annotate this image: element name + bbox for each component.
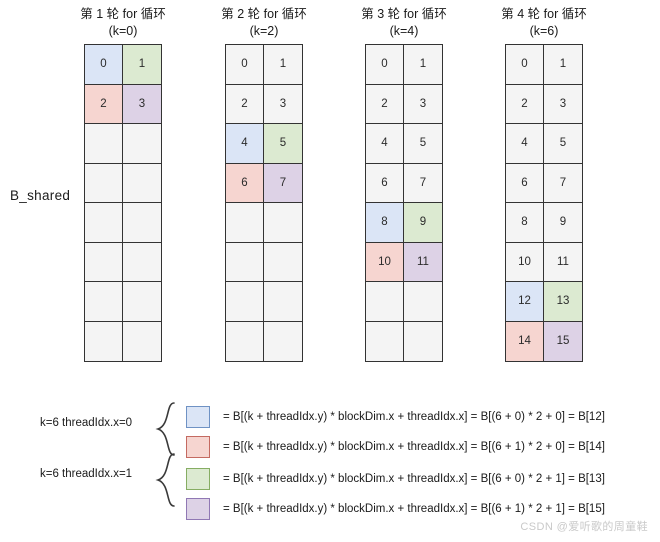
grid-cell: 7	[264, 163, 302, 203]
grid-cell	[85, 282, 123, 322]
column-subtitle: (k=4)	[389, 24, 419, 38]
grid-cell: 6	[226, 163, 264, 203]
grid-cell	[85, 242, 123, 282]
grid-cell: 14	[506, 321, 544, 361]
grid-cell: 9	[544, 203, 582, 243]
grid-cell	[226, 203, 264, 243]
grid-cell	[85, 124, 123, 164]
grid-cell: 4	[366, 124, 404, 164]
grid-cell: 7	[544, 163, 582, 203]
grid-cell	[123, 242, 161, 282]
grid-cell: 4	[506, 124, 544, 164]
grid-cell	[226, 242, 264, 282]
legend-row-1: = B[(k + threadIdx.y) * blockDim.x + thr…	[186, 434, 605, 459]
grid-cell: 0	[85, 45, 123, 85]
column-subtitle: (k=6)	[529, 24, 559, 38]
grid-cell	[85, 163, 123, 203]
grid-cell: 0	[506, 45, 544, 85]
grid-cell: 1	[404, 45, 442, 85]
grid-cell: 2	[226, 84, 264, 124]
column-subtitle: (k=2)	[249, 24, 279, 38]
grid-cell	[264, 203, 302, 243]
grid-cell: 0	[366, 45, 404, 85]
grid-cell: 6	[506, 163, 544, 203]
grid-cell: 4	[226, 124, 264, 164]
column-subtitle: (k=0)	[108, 24, 138, 38]
grid-cell: 1	[264, 45, 302, 85]
grid-cell	[264, 282, 302, 322]
grid-cell: 8	[506, 203, 544, 243]
grid-cell	[85, 203, 123, 243]
column-title: 第 1 轮 for 循环	[80, 7, 166, 21]
legend-row-2: = B[(k + threadIdx.y) * blockDim.x + thr…	[186, 466, 605, 491]
grid-cell	[85, 321, 123, 361]
legend-group-label-1: k=6 threadIdx.x=1	[40, 468, 133, 480]
column-title: 第 4 轮 for 循环	[501, 7, 587, 21]
watermark: CSDN @爱听歌的周童鞋	[520, 521, 648, 533]
column-header-2: 第 2 轮 for 循环 (k=2)	[184, 6, 344, 40]
grid-cell: 8	[366, 203, 404, 243]
column-title: 第 3 轮 for 循环	[361, 7, 447, 21]
legend: k=6 threadIdx.x=0 k=6 threadIdx.x=1 = B[…	[0, 396, 660, 520]
grid-cell	[366, 282, 404, 322]
grid-cell	[404, 282, 442, 322]
grid-cell: 12	[506, 282, 544, 322]
legend-row-0: = B[(k + threadIdx.y) * blockDim.x + thr…	[186, 404, 605, 429]
legend-swatch-pink-icon	[186, 435, 210, 458]
grid-cell: 6	[366, 163, 404, 203]
grid-cell: 11	[544, 242, 582, 282]
grid-cell	[366, 321, 404, 361]
column-title: 第 2 轮 for 循环	[221, 7, 307, 21]
grid-cell	[226, 321, 264, 361]
grid-cell: 0	[226, 45, 264, 85]
legend-formula: = B[(k + threadIdx.y) * blockDim.x + thr…	[223, 440, 605, 453]
grid-cell: 3	[404, 84, 442, 124]
legend-formula: = B[(k + threadIdx.y) * blockDim.x + thr…	[223, 410, 605, 423]
grid-cell: 2	[506, 84, 544, 124]
grid-cell: 3	[264, 84, 302, 124]
column-header-4: 第 4 轮 for 循环 (k=6)	[464, 6, 624, 40]
grid-cell: 1	[544, 45, 582, 85]
column-header-3: 第 3 轮 for 循环 (k=4)	[324, 6, 484, 40]
legend-swatch-green-icon	[186, 467, 210, 490]
grid-cell: 3	[123, 84, 161, 124]
grid-cell: 10	[366, 242, 404, 282]
legend-group-label-0: k=6 threadIdx.x=0	[40, 417, 133, 429]
grid-cell	[123, 163, 161, 203]
grid-cell	[123, 282, 161, 322]
legend-swatch-purple-icon	[186, 497, 210, 520]
grid-cell: 11	[404, 242, 442, 282]
legend-brace-0	[152, 401, 178, 456]
grid-cell	[123, 203, 161, 243]
grid-cell	[264, 321, 302, 361]
grid-cell: 7	[404, 163, 442, 203]
grid-cell: 3	[544, 84, 582, 124]
legend-row-3: = B[(k + threadIdx.y) * blockDim.x + thr…	[186, 496, 605, 521]
grid-cell: 5	[264, 124, 302, 164]
grid-cell: 5	[404, 124, 442, 164]
grid-cell	[404, 321, 442, 361]
grid-cell: 15	[544, 321, 582, 361]
grid-cell	[123, 321, 161, 361]
grid-cell: 2	[366, 84, 404, 124]
legend-formula: = B[(k + threadIdx.y) * blockDim.x + thr…	[223, 502, 605, 515]
grid-cell	[123, 124, 161, 164]
grid-cell: 2	[85, 84, 123, 124]
grid-cell	[264, 242, 302, 282]
row-label-b-shared: B_shared	[10, 188, 71, 203]
grid-cell: 10	[506, 242, 544, 282]
legend-brace-1	[152, 452, 178, 507]
grid-cell: 9	[404, 203, 442, 243]
grid-cell: 1	[123, 45, 161, 85]
grid-cell: 5	[544, 124, 582, 164]
grid-cell	[226, 282, 264, 322]
column-header-1: 第 1 轮 for 循环 (k=0)	[43, 6, 203, 40]
legend-formula: = B[(k + threadIdx.y) * blockDim.x + thr…	[223, 472, 605, 485]
grid-cell: 13	[544, 282, 582, 322]
legend-swatch-blue-icon	[186, 405, 210, 428]
